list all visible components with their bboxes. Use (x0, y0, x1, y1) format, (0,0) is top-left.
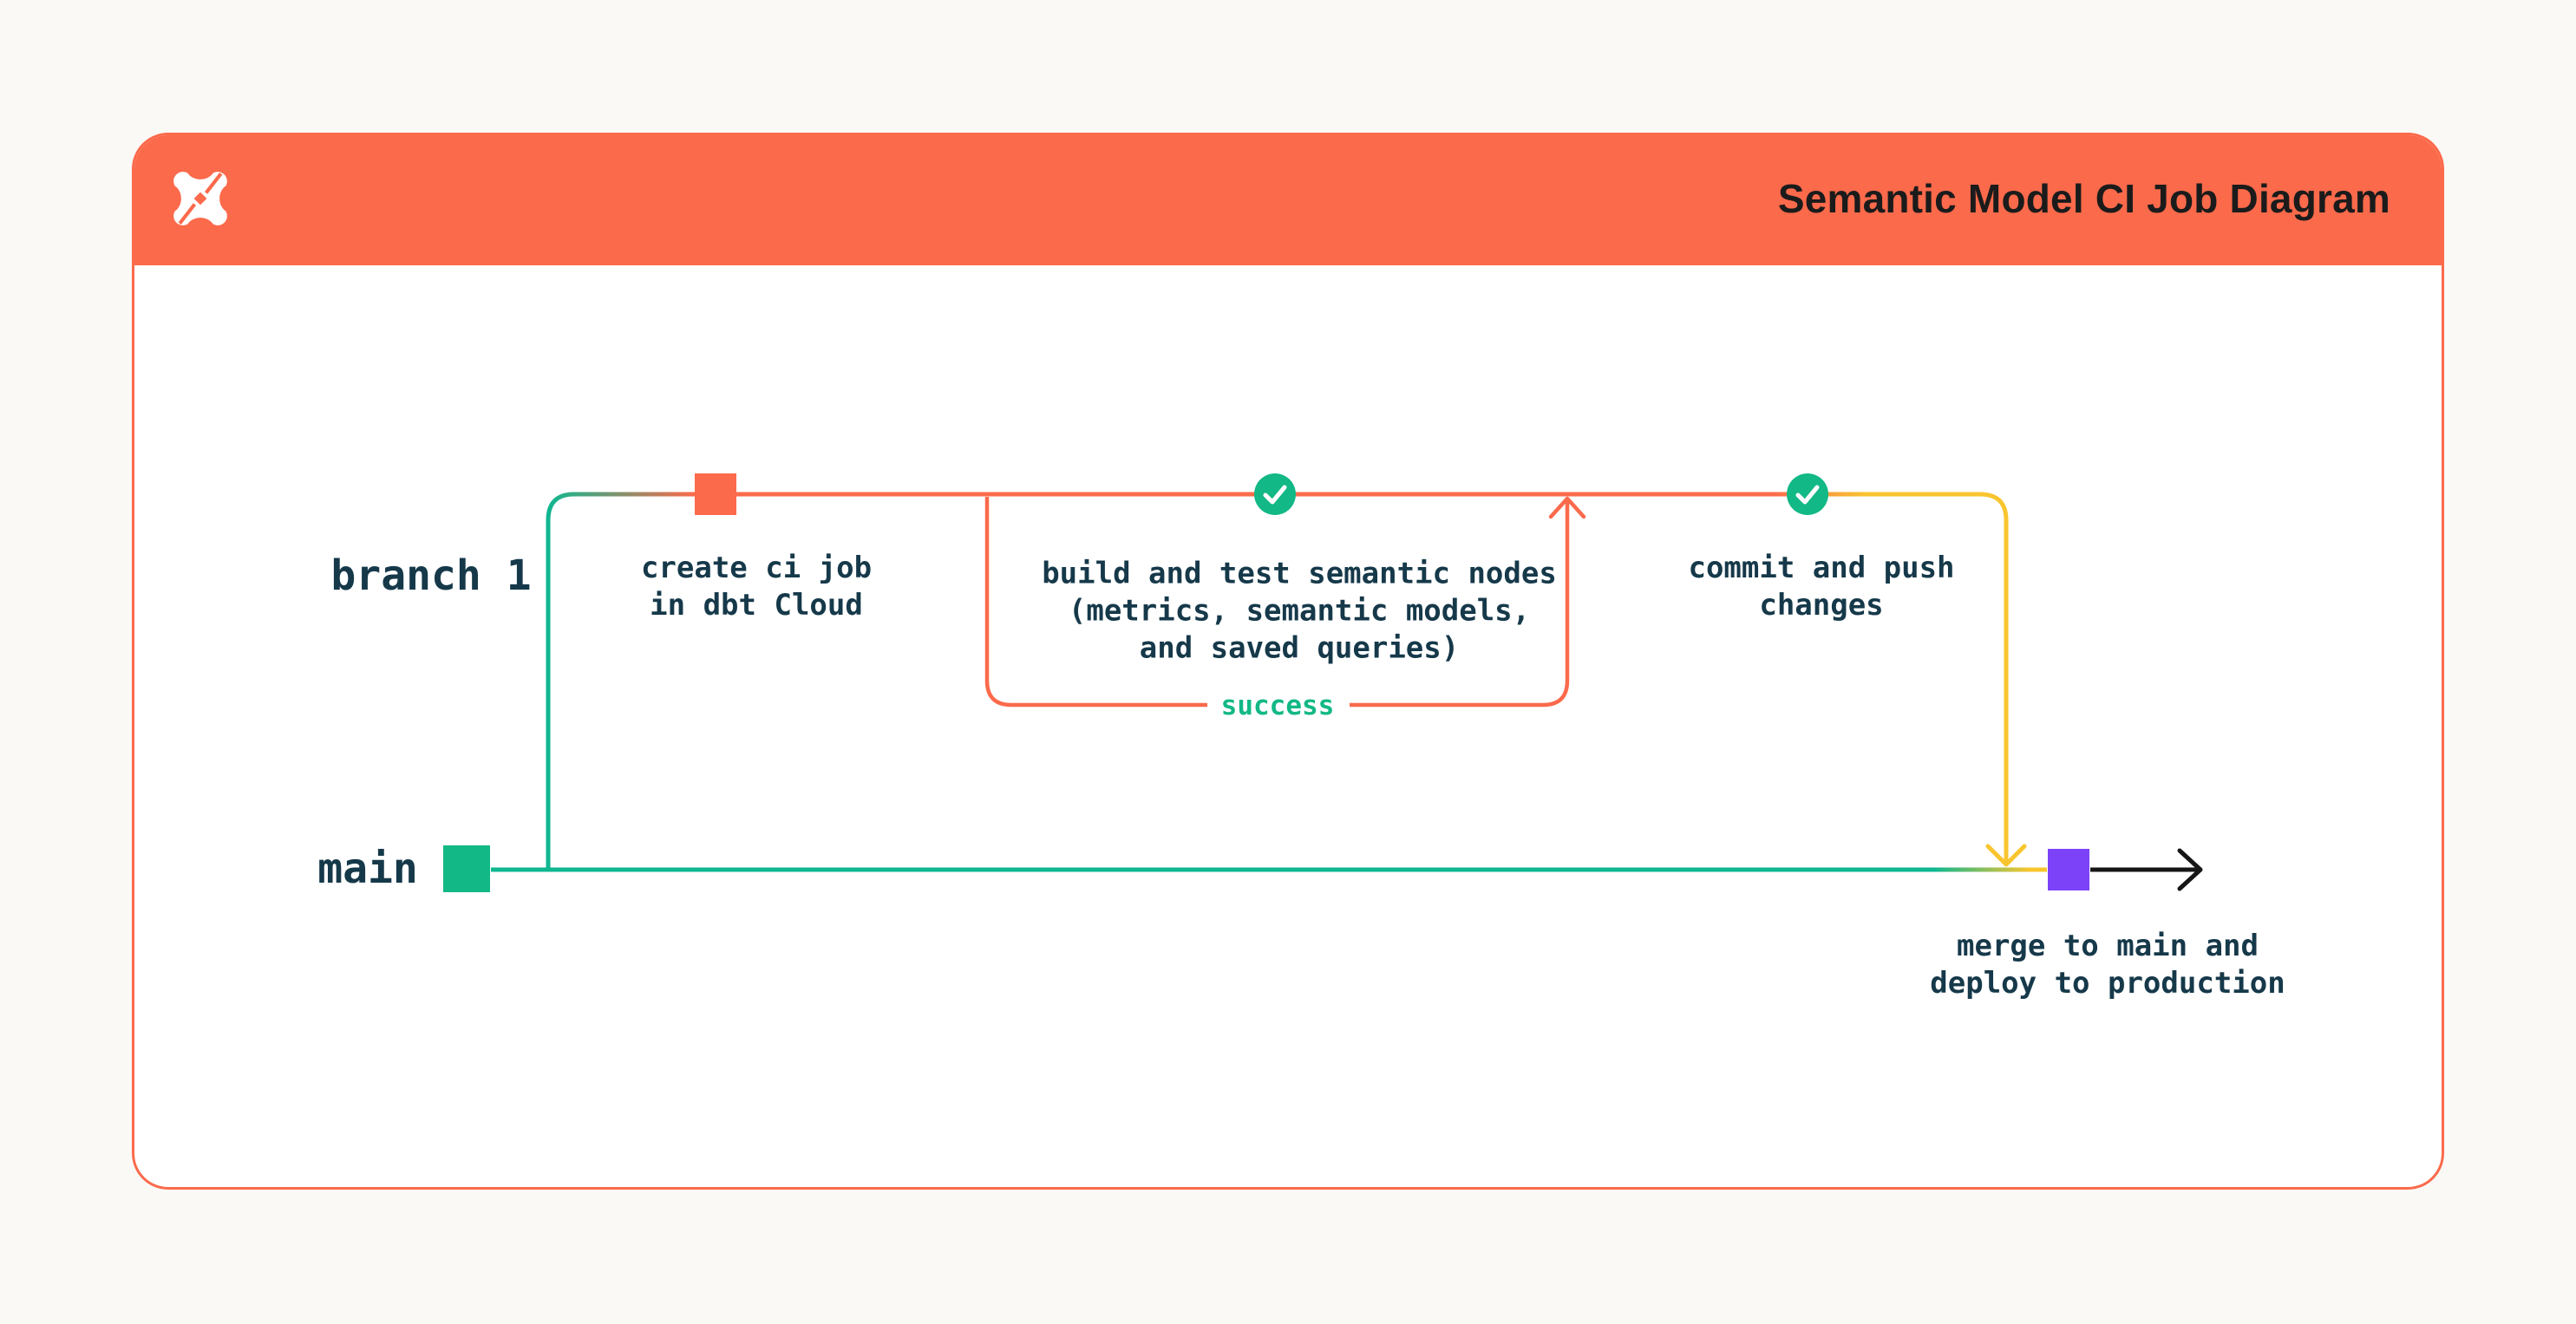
page-title: Semantic Model CI Job Diagram (1777, 176, 2390, 221)
node-label-line: in dbt Cloud (650, 588, 863, 623)
dbt-logo-icon (173, 172, 227, 225)
card-header: Semantic Model CI Job Diagram (134, 135, 2442, 265)
node-label-line: commit and push (1688, 551, 1955, 585)
create-ci-job-commit-square (695, 473, 736, 515)
node-label-line: build and test semantic nodes (1042, 556, 1557, 591)
main-branch-label: main (317, 845, 418, 893)
node-label-line: changes (1759, 588, 1884, 623)
node-label-create-ci-job: create ci job in dbt Cloud (641, 550, 872, 624)
diagram-card: Semantic Model CI Job Diagram (132, 133, 2444, 1190)
node-label-build-and-test: build and test semantic nodes (metrics, … (1042, 556, 1557, 668)
node-label-line: and saved queries) (1139, 630, 1460, 666)
merge-commit-square (2048, 849, 2089, 890)
branch-1-label: branch 1 (330, 551, 532, 600)
node-label-line: merge to main and (1957, 929, 2259, 963)
check-icon (1263, 485, 1287, 505)
commit-push-check-icon (1787, 473, 1828, 515)
main-commit-square (443, 845, 490, 892)
build-test-check-icon (1254, 473, 1296, 515)
node-label-line: (metrics, semantic models, (1068, 593, 1531, 629)
success-label: success (1220, 690, 1335, 721)
node-label-line: deploy to production (1930, 966, 2285, 1001)
node-label-commit-and-push: commit and push changes (1688, 550, 1954, 624)
node-label-merge-and-deploy: merge to main and deploy to production (1930, 928, 2285, 1002)
check-icon (1795, 485, 1820, 505)
node-label-line: create ci job (640, 551, 873, 585)
